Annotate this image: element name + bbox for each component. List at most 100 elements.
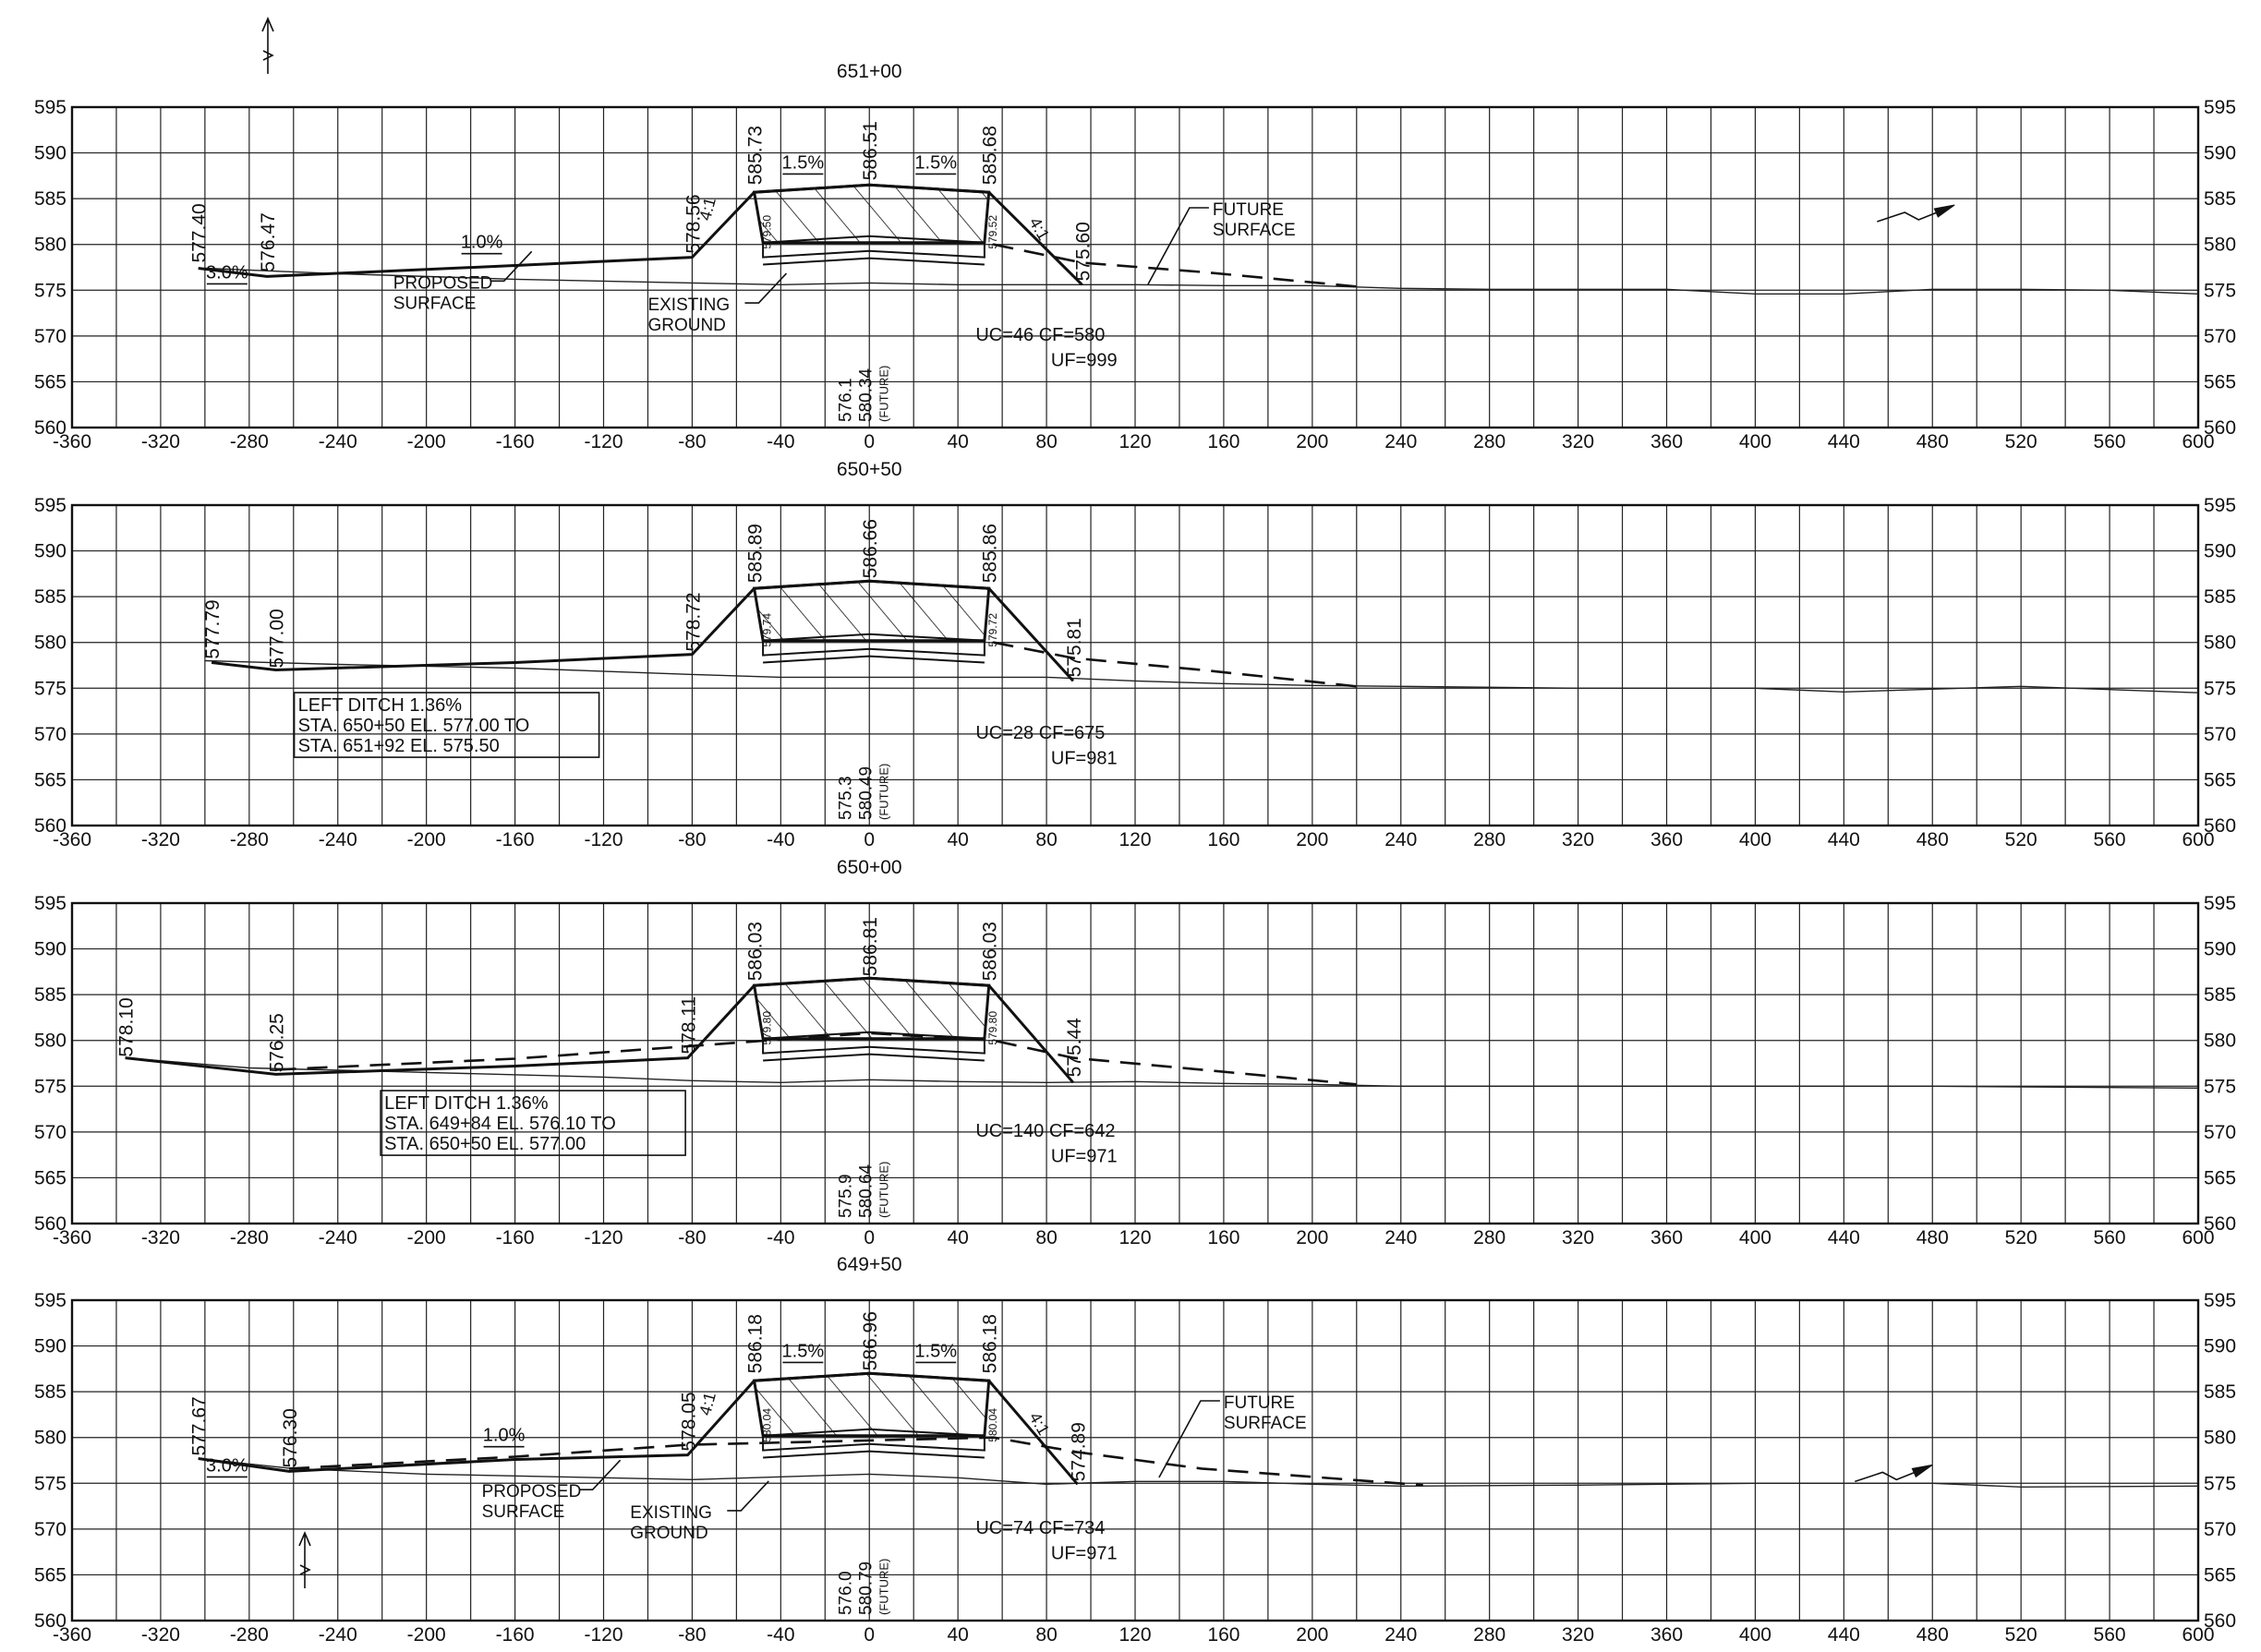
pavement-box (762, 640, 985, 657)
y-tick-label-left: 575 (34, 1076, 66, 1097)
x-tick-label: 520 (2005, 431, 2037, 452)
x-tick-label: 40 (947, 829, 968, 850)
x-tick-label: -80 (678, 829, 706, 850)
slope-note: 1.0% (461, 233, 503, 253)
x-tick-label: -320 (141, 1227, 180, 1248)
elevation-label: 575.81 (1064, 618, 1085, 677)
embankment-fill (752, 1371, 991, 1438)
x-tick-label: 120 (1118, 1227, 1151, 1248)
y-tick-label-left: 565 (34, 769, 66, 790)
y-tick-label-left: 590 (34, 1336, 66, 1357)
elevation-label: 586.96 (860, 1311, 881, 1370)
x-tick-label: 400 (1739, 431, 1771, 452)
station-title: 649+50 (837, 1254, 902, 1275)
x-tick-label: -240 (319, 431, 357, 452)
centerline-elevation-label: 576.1 (836, 378, 855, 422)
x-tick-label: 440 (1828, 431, 1860, 452)
break-arrow-icon (1877, 206, 1952, 223)
y-tick-label-left: 570 (34, 1519, 66, 1540)
x-tick-label: -240 (319, 1227, 357, 1248)
edge-elevation-label: 579.80 (761, 1011, 774, 1045)
x-tick-label: -120 (584, 1624, 623, 1646)
slope-note: 3.0% (206, 262, 248, 283)
y-tick-label-left: 595 (34, 97, 66, 118)
x-tick-label: 600 (2182, 431, 2214, 452)
y-tick-label-left: 580 (34, 633, 66, 654)
elevation-label: 576.47 (258, 212, 279, 271)
y-tick-label-right: 565 (2204, 371, 2236, 392)
north-arrow-icon (298, 1530, 311, 1588)
ditch-note-box (380, 1090, 686, 1156)
x-tick-label: -200 (407, 829, 446, 850)
x-tick-label: -40 (767, 1227, 794, 1248)
x-tick-label: 40 (947, 1227, 968, 1248)
y-tick-label-right: 575 (2204, 1076, 2236, 1097)
callout-label-line1: PROPOSED (482, 1482, 582, 1501)
station-title: 651+00 (837, 61, 902, 82)
callout-label-line1: EXISTING (647, 295, 730, 315)
y-tick-label-right: 575 (2204, 280, 2236, 301)
slope-note: 3.0% (206, 1455, 248, 1476)
x-tick-label: 360 (1650, 1624, 1683, 1646)
x-tick-label: 160 (1207, 829, 1239, 850)
elevation-label: 576.30 (280, 1408, 301, 1467)
elevation-label: 578.11 (679, 996, 700, 1055)
callout-leader (744, 272, 788, 304)
embankment-fill (752, 579, 991, 643)
x-tick-label: 440 (1828, 1624, 1860, 1646)
x-tick-label: 80 (1035, 829, 1057, 850)
x-tick-label: 320 (1562, 829, 1594, 850)
y-tick-label-left: 570 (34, 326, 66, 347)
x-tick-label: 600 (2182, 1624, 2214, 1646)
subbase-line (763, 1450, 985, 1459)
y-tick-label-left: 560 (34, 1213, 66, 1235)
y-tick-label-right: 575 (2204, 1473, 2236, 1494)
north-arrow-icon (261, 16, 274, 74)
y-tick-label-left: 590 (34, 143, 66, 164)
centerline-elevation-label: 575.3 (836, 776, 855, 820)
x-tick-label: -200 (407, 1227, 446, 1248)
slope-note: 1.5% (782, 152, 825, 173)
y-tick-label-right: 565 (2204, 1167, 2236, 1188)
y-tick-label-right: 575 (2204, 678, 2236, 699)
y-tick-label-right: 590 (2204, 541, 2236, 562)
elevation-label: 576.25 (267, 1013, 288, 1072)
future-surface-line (288, 1436, 1423, 1487)
station-title: 650+00 (837, 857, 902, 878)
x-tick-label: 440 (1828, 1227, 1860, 1248)
elevation-label: 586.66 (860, 519, 881, 578)
x-tick-label: 40 (947, 1624, 968, 1646)
x-tick-label: 400 (1739, 1227, 1771, 1248)
x-tick-label: 360 (1650, 829, 1683, 850)
x-tick-label: 200 (1296, 1624, 1328, 1646)
centerline-elevation-label: (FUTURE) (877, 1162, 890, 1218)
elevation-label: 575.60 (1072, 222, 1094, 281)
x-tick-label: -200 (407, 431, 446, 452)
quantity-note: UF=971 (1051, 1147, 1118, 1167)
x-tick-label: -280 (230, 829, 269, 850)
ditch-note-line: STA. 649+84 EL. 576.10 TO (384, 1114, 616, 1134)
elevation-label: 578.56 (683, 194, 704, 253)
x-tick-label: 120 (1118, 431, 1151, 452)
x-tick-label: -360 (53, 1227, 91, 1248)
y-tick-label-left: 580 (34, 235, 66, 256)
embankment-fill (752, 976, 991, 1041)
elevation-label: 586.03 (980, 922, 1001, 981)
proposed-surface-line (211, 579, 1075, 682)
pavement-box (762, 1038, 985, 1055)
x-tick-label: 40 (947, 431, 968, 452)
y-tick-label-left: 575 (34, 280, 66, 301)
x-tick-label: -280 (230, 431, 269, 452)
y-tick-label-right: 580 (2204, 1031, 2236, 1052)
ditch-note-box (293, 692, 600, 758)
x-tick-label: 200 (1296, 829, 1328, 850)
y-tick-label-right: 595 (2204, 1290, 2236, 1311)
callout-leader (1158, 1400, 1220, 1478)
callout-label-line2: SURFACE (1213, 221, 1296, 240)
y-tick-label-left: 585 (34, 984, 66, 1006)
edge-elevation-label: 579.52 (986, 215, 999, 249)
existing-ground-line (125, 1056, 2199, 1090)
x-tick-label: -40 (767, 431, 794, 452)
